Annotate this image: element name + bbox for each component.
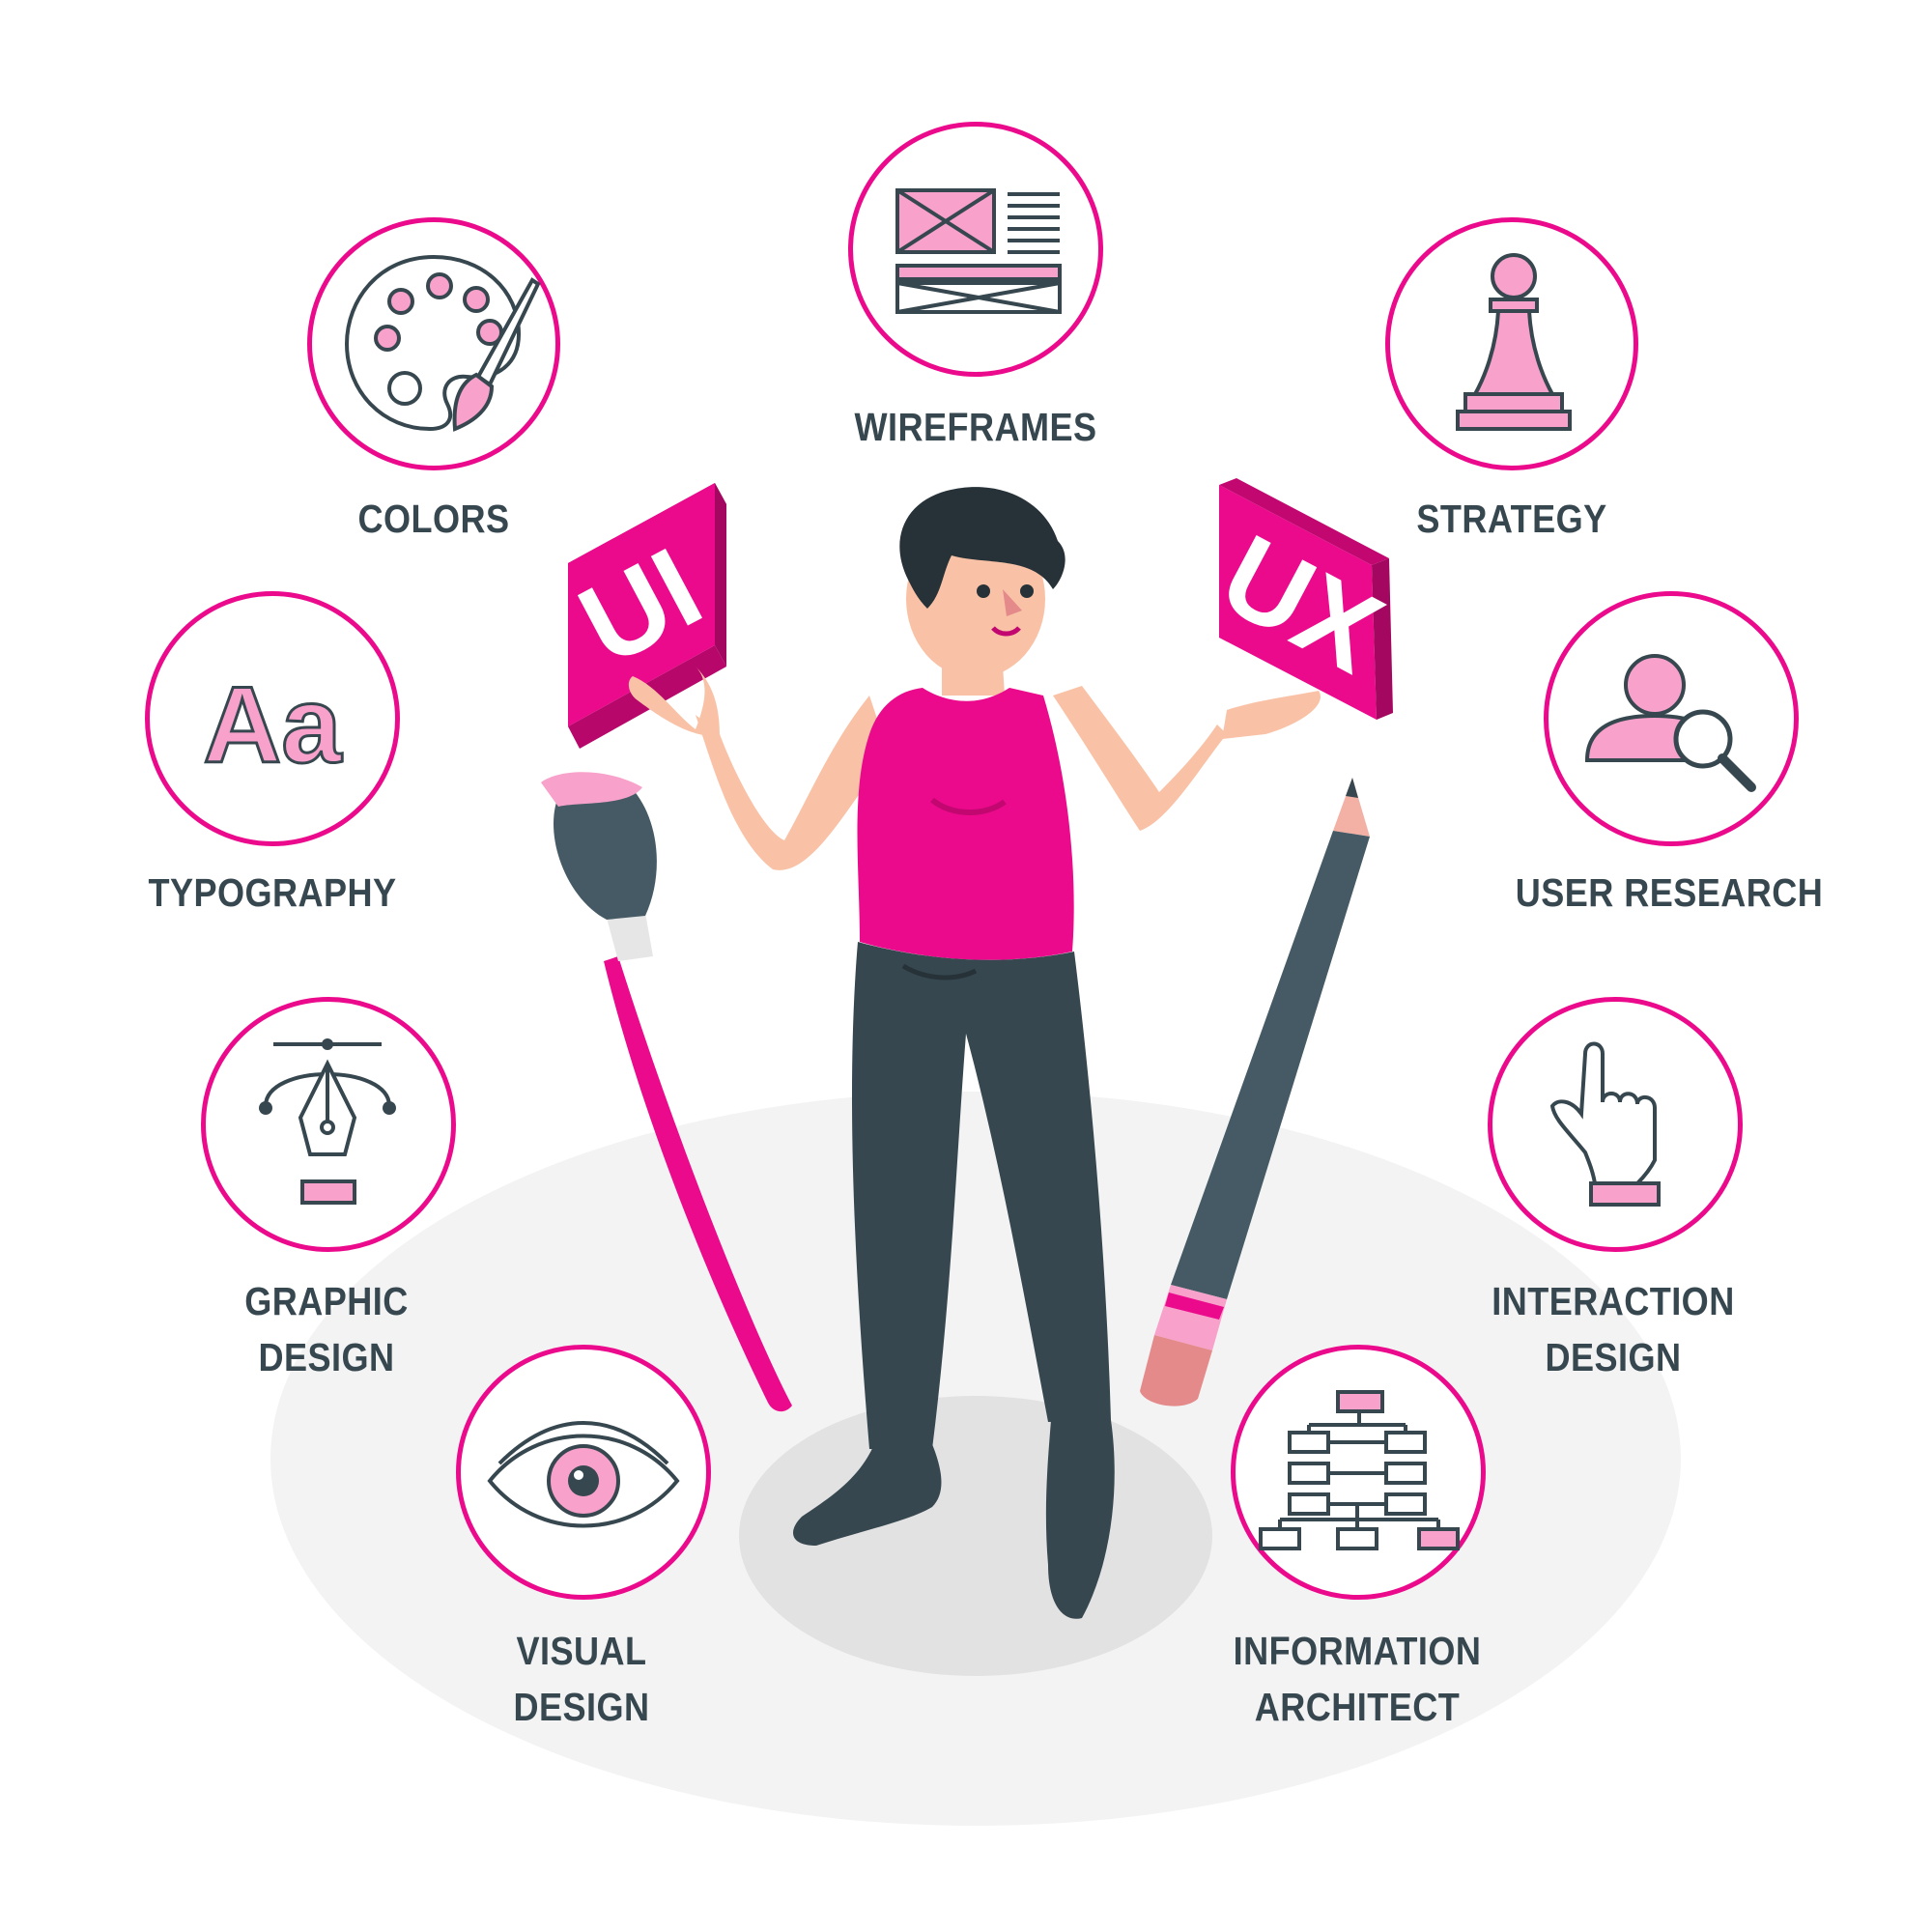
user-research-circle: [1544, 591, 1799, 846]
interaction-design-circle: [1488, 997, 1743, 1252]
pen-tool-icon: [259, 1038, 396, 1205]
typography-label: TYPOGRAPHY: [148, 870, 397, 915]
interaction-design-label: INTERACTION DESIGN: [1492, 1279, 1735, 1379]
wireframe-icon: [895, 188, 1062, 314]
palette-icon: [344, 254, 541, 432]
wireframes-circle: [848, 122, 1103, 377]
wireframes-label: WIREFRAMES: [854, 405, 1097, 449]
woman-figure: [628, 487, 1321, 1619]
information-architect-circle: [1231, 1345, 1486, 1600]
graphic-design-circle: [201, 997, 456, 1252]
typography-circle: Aa: [145, 591, 400, 846]
strategy-label: STRATEGY: [1416, 497, 1607, 541]
strategy-circle: [1385, 217, 1638, 470]
visual-design-circle: [456, 1345, 711, 1600]
typography-icon: Aa: [202, 664, 344, 787]
pencil-icon: [1140, 778, 1370, 1406]
typography-glyph: Aa: [203, 665, 342, 785]
colors-label: COLORS: [357, 497, 510, 541]
paint-brush-icon: [541, 772, 792, 1412]
graphic-design-label: GRAPHIC DESIGN: [244, 1279, 409, 1379]
pointer-hand-icon: [1549, 1041, 1661, 1207]
eye-icon: [487, 1421, 680, 1528]
colors-circle: [307, 217, 560, 470]
sitemap-icon: [1259, 1390, 1460, 1550]
chess-pawn-icon: [1456, 253, 1572, 431]
information-architect-label: INFORMATION ARCHITECT: [1233, 1629, 1482, 1729]
user-research-label: USER RESEARCH: [1515, 870, 1824, 915]
visual-design-label: VISUAL DESIGN: [513, 1629, 650, 1729]
user-search-icon: [1584, 654, 1756, 792]
